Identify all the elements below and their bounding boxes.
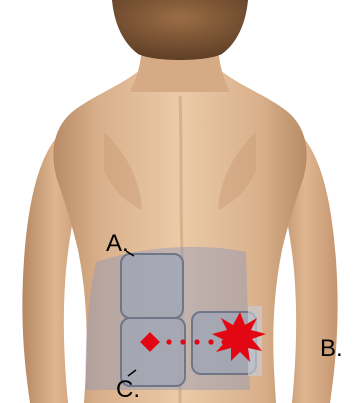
label-c: C. [116,378,140,402]
label-a: A. [106,232,129,256]
pad-a [121,254,183,318]
label-b: B. [320,337,343,361]
head-hair [112,0,248,60]
